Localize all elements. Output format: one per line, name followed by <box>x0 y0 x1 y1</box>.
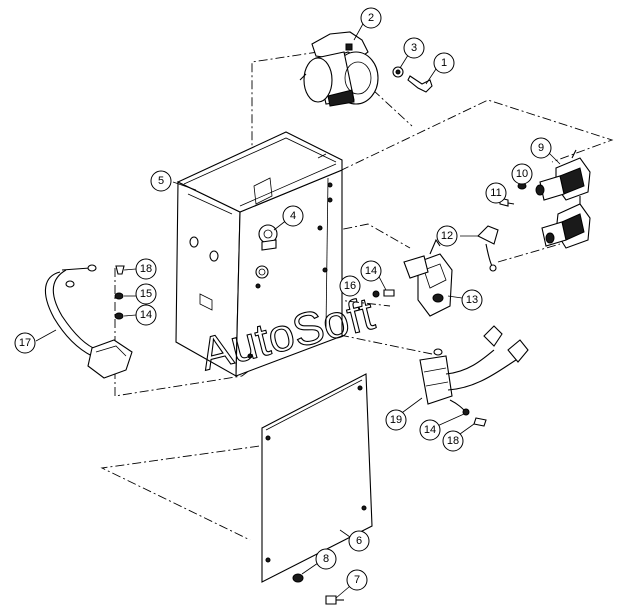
callout-14-left: 14 <box>135 304 157 326</box>
svg-text:1: 1 <box>441 57 447 69</box>
svg-text:15: 15 <box>140 288 152 300</box>
cable-clamp-part-4 <box>258 224 278 251</box>
washer-part-3 <box>392 66 404 78</box>
fastener-relay <box>372 289 395 298</box>
callout-17: 17 <box>14 332 36 354</box>
callout-11: 11 <box>485 182 507 204</box>
svg-text:13: 13 <box>466 294 478 306</box>
callout-5: 5 <box>150 170 172 192</box>
callout-9: 9 <box>530 137 552 159</box>
svg-text:17: 17 <box>19 337 31 349</box>
callout-15: 15 <box>135 283 157 305</box>
svg-text:7: 7 <box>354 574 360 586</box>
svg-text:6: 6 <box>356 535 362 547</box>
switch-part-9 <box>535 149 591 249</box>
bolt-part-1 <box>407 75 433 93</box>
svg-text:12: 12 <box>441 230 453 242</box>
svg-text:11: 11 <box>490 187 501 199</box>
fastener-stack-left <box>114 265 125 320</box>
svg-text:14: 14 <box>140 309 152 321</box>
svg-text:18: 18 <box>140 263 152 275</box>
svg-text:9: 9 <box>538 142 544 154</box>
svg-text:3: 3 <box>411 42 417 54</box>
callout-14-relay: 14 <box>360 260 382 282</box>
cover-panel-part-6 <box>261 373 373 583</box>
harness-part-17 <box>44 264 133 379</box>
svg-text:5: 5 <box>158 175 164 187</box>
callout-14-bottom: 14 <box>419 419 441 441</box>
callout-18-left: 18 <box>135 258 157 280</box>
svg-text:8: 8 <box>323 553 329 565</box>
callout-1: 1 <box>433 52 455 74</box>
motor-part-2 <box>299 31 379 107</box>
svg-text:14: 14 <box>424 424 436 436</box>
svg-text:14: 14 <box>365 265 377 277</box>
svg-text:4: 4 <box>290 210 296 222</box>
lead-wire-part-12 <box>477 225 561 272</box>
callout-3: 3 <box>403 37 425 59</box>
callout-12: 12 <box>436 225 458 247</box>
callout-8: 8 <box>315 548 337 570</box>
harness-part-19 <box>419 325 529 427</box>
callout-2: 2 <box>360 7 382 29</box>
svg-text:10: 10 <box>516 168 528 180</box>
svg-text:19: 19 <box>390 414 402 426</box>
relay-part-13 <box>403 238 453 317</box>
callout-19: 19 <box>385 409 407 431</box>
callout-16: 16 <box>339 275 361 297</box>
cabinet-part-5 <box>175 131 343 377</box>
svg-text:18: 18 <box>447 435 459 447</box>
callout-10: 10 <box>511 163 533 185</box>
svg-text:16: 16 <box>344 280 356 292</box>
svg-text:2: 2 <box>368 12 374 24</box>
callout-7: 7 <box>346 569 368 591</box>
washer-part-8 <box>292 573 304 583</box>
callout-18-bottom: 18 <box>442 430 464 452</box>
callout-13: 13 <box>461 289 483 311</box>
callout-4: 4 <box>282 205 304 227</box>
screw-part-7 <box>325 595 344 605</box>
callout-6: 6 <box>348 530 370 552</box>
